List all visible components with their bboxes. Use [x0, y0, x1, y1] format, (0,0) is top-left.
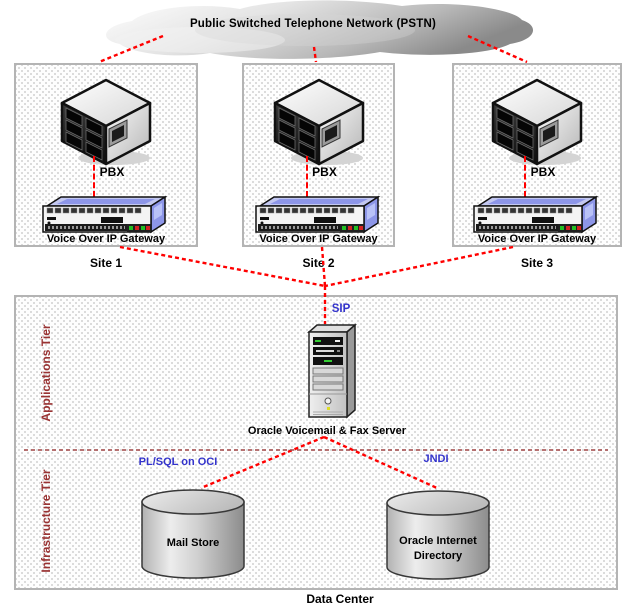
sip-protocol-label: SIP [331, 303, 351, 315]
voicemail-fax-server-icon [303, 322, 359, 422]
site-1-box: PBX [14, 63, 198, 247]
infrastructure-tier-label: Infrastructure Tier [39, 469, 53, 573]
voip-gateway-label: Voice Over IP Gateway [259, 233, 378, 245]
pbx-icon [269, 78, 369, 166]
pbx-gateway-connector [524, 156, 526, 197]
voip-gateway-label: Voice Over IP Gateway [46, 233, 166, 245]
pbx-gateway-connector [93, 156, 95, 197]
site-3-label: Site 3 [520, 256, 553, 270]
voip-gateway-icon [252, 194, 386, 234]
pbx-label: PBX [530, 165, 556, 179]
oracle-internet-directory-cylinder-icon [385, 489, 491, 581]
mail-store-label: Mail Store [166, 537, 220, 549]
pstn-label: Public Switched Telephone Network (PSTN) [189, 18, 437, 30]
mail-store-cylinder-icon [140, 488, 246, 580]
jndi-protocol-label: JNDI [423, 453, 449, 465]
pstn-cloud: Public Switched Telephone Network (PSTN) [90, 0, 536, 60]
voip-gateway-icon [39, 194, 173, 234]
voip-gateway-label: Voice Over IP Gateway [477, 233, 597, 245]
oracle-internet-directory-label: Oracle Internet Directory [399, 535, 477, 562]
plsql-protocol-label: PL/SQL on OCI [138, 456, 218, 468]
data-center-box: Applications Tier Infrastructure Tier SI… [14, 295, 618, 590]
pbx-icon [56, 78, 156, 166]
pbx-label: PBX [99, 165, 125, 179]
server-label: Oracle Voicemail & Fax Server [247, 425, 407, 437]
pbx-label: PBX [312, 165, 337, 179]
voip-gateway-icon [470, 194, 604, 234]
site-3-box: PBX [452, 63, 622, 247]
data-center-label: Data Center [306, 592, 374, 606]
pbx-gateway-connector [305, 156, 308, 197]
cloud-shape-icon [106, 0, 534, 59]
site-2-label: Site 2 [302, 256, 335, 270]
site-2-box: PBX [242, 63, 395, 247]
applications-tier-label: Applications Tier [39, 324, 53, 422]
site-1-label: Site 1 [89, 256, 122, 270]
pbx-icon [487, 78, 587, 166]
